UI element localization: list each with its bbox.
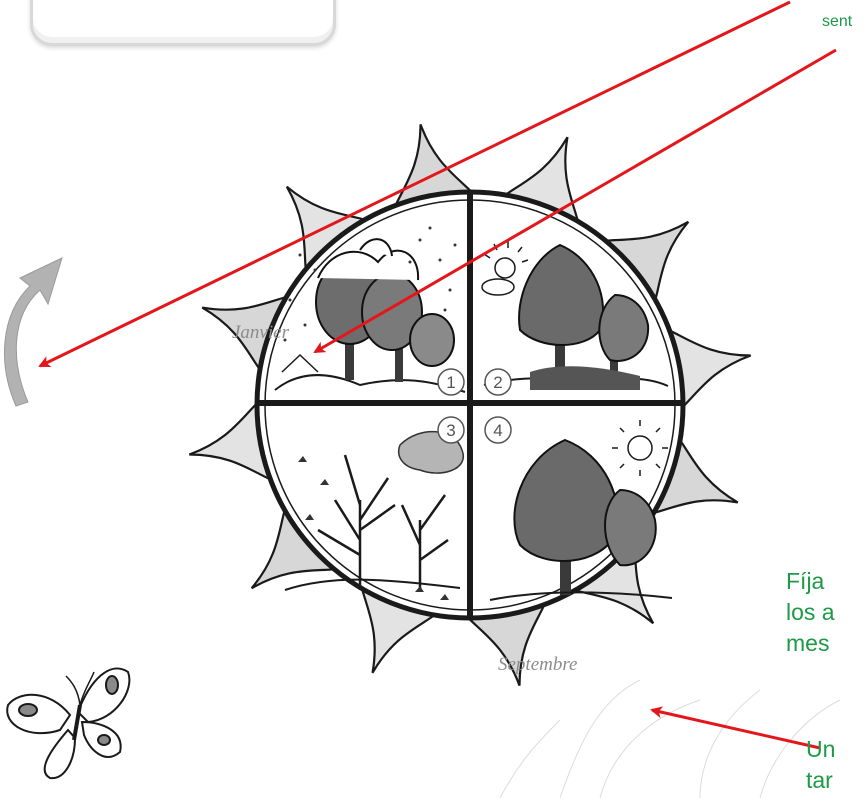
quadrant-number-3: 3 [446,421,455,440]
background-tree-sketch [500,680,840,798]
quadrant-number-2: 2 [493,373,502,392]
petal-label-janvier: Janvier [232,322,289,344]
top-left-text-box [30,0,336,46]
curved-up-arrow-icon [4,258,62,406]
butterfly-icon [7,668,129,778]
petal-label-septembre: Septembre [498,654,578,676]
annotation-right: Fíja los a mes [786,566,867,659]
annotation-top-right: sent [822,12,867,32]
arrow-to-septembre [652,710,820,748]
annotation-bottom-right: Un tar [806,734,867,796]
quadrant-number-1: 1 [446,373,455,392]
quadrant-number-4: 4 [493,421,502,440]
